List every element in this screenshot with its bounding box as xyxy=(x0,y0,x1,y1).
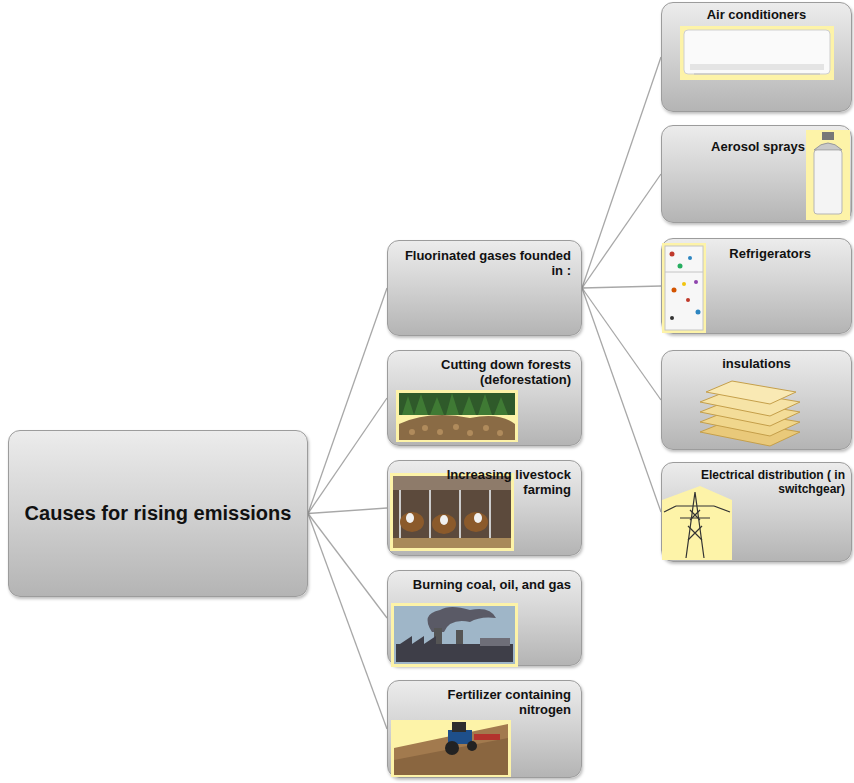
category-box: Increasing livestock farming xyxy=(387,460,582,556)
tractor-picture xyxy=(391,720,511,777)
node-label: Increasing livestock farming xyxy=(398,468,571,498)
forest-picture xyxy=(396,390,518,442)
connector-line xyxy=(308,514,387,619)
connector-line xyxy=(582,288,661,400)
source-box: Electrical distribution ( in switchgear) xyxy=(661,462,852,562)
node-label: Refrigerators xyxy=(712,247,811,262)
connector-line xyxy=(308,288,387,514)
source-box: Air conditioners xyxy=(661,2,852,112)
connector-line xyxy=(582,286,661,288)
category-box: Fluorinated gases founded in : xyxy=(387,240,582,336)
category-box: Cutting down forests (deforestation) xyxy=(387,350,582,446)
air-conditioner-picture xyxy=(680,26,834,80)
connector-line xyxy=(308,398,387,514)
source-box: insulations xyxy=(661,350,852,450)
node-label: Electrical distribution ( in switchgear) xyxy=(670,469,845,497)
node-label: Fertilizer containing nitrogen xyxy=(398,688,571,718)
source-box: Aerosol sprays xyxy=(661,125,852,223)
refrigerator-picture xyxy=(662,243,706,333)
category-box: Fertilizer containing nitrogen xyxy=(387,680,582,778)
connector-line xyxy=(582,174,661,288)
node-label: Air conditioners xyxy=(670,8,843,23)
insulation-picture xyxy=(700,381,800,446)
node-label: Aerosol sprays xyxy=(670,140,805,155)
connector-line xyxy=(582,57,661,288)
category-box: Burning coal, oil, and gas xyxy=(387,570,582,666)
node-label: Cutting down forests (deforestation) xyxy=(398,358,571,388)
connector-line xyxy=(582,288,661,512)
node-label: Burning coal, oil, and gas xyxy=(398,578,571,593)
connector-line xyxy=(308,514,387,730)
power-tower-picture xyxy=(662,486,732,560)
node-label: Fluorinated gases founded in : xyxy=(398,249,571,279)
factory-picture xyxy=(391,603,518,667)
aerosol-can-picture xyxy=(806,130,850,220)
source-box: Refrigerators xyxy=(661,238,852,334)
connector-line xyxy=(308,508,387,514)
node-label: insulations xyxy=(670,357,843,372)
root-box: Causes for rising emissions xyxy=(8,430,308,597)
livestock-picture xyxy=(390,473,514,551)
node-label: Causes for rising emissions xyxy=(25,502,292,525)
